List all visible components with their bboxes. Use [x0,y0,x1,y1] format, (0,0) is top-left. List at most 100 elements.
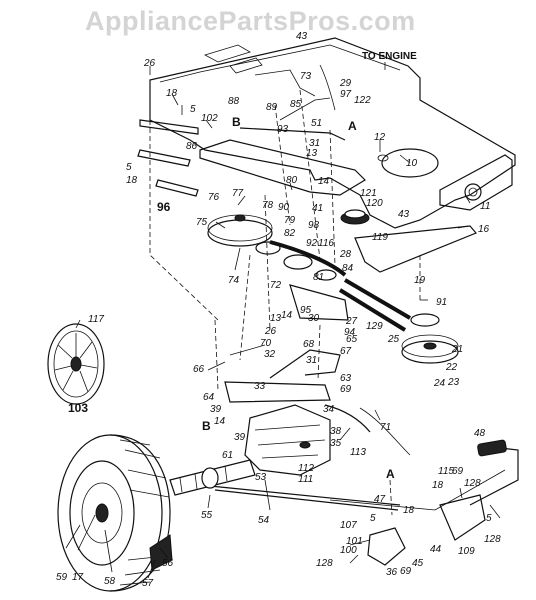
part-label: 34 [323,404,335,415]
part-label: 18 [166,88,178,99]
part-label: 31 [309,138,320,149]
part-label: 88 [228,96,240,107]
part-label: 18 [403,505,415,516]
part-label: 117 [88,314,104,325]
part-label: 45 [412,558,424,569]
part-label: 61 [222,450,233,461]
part-label: 73 [300,71,312,82]
part-label: 77 [232,188,244,199]
leader-lines [65,62,501,579]
part-label: 85 [290,99,302,110]
rear-wheel [57,434,173,592]
part-label: 26 [143,58,156,69]
part-label: 59 [56,572,68,583]
part-label: 5 [126,162,132,173]
part-label: 30 [308,313,320,324]
part-label: 48 [474,428,486,439]
part-label: 69 [340,384,352,395]
part-label: 13 [306,148,318,159]
part-label: 14 [318,176,330,187]
part-label: 43 [398,209,410,220]
part-label: 12 [374,132,386,143]
part-label: 68 [303,339,315,350]
part-label: 92 [306,238,318,249]
part-label: 13 [270,313,282,324]
part-label: 78 [262,200,274,211]
part-label: 29 [339,78,352,89]
part-label: 5 [190,104,196,115]
ref-a-upper: A [348,119,357,133]
part-label: 101 [346,536,363,547]
part-label: 91 [436,297,447,308]
pulley-assembly [207,209,477,364]
part-label: 80 [286,175,298,186]
part-label: 98 [308,220,320,231]
part-label: 76 [208,192,220,203]
part-label: 18 [126,175,138,186]
part-label: 33 [254,381,266,392]
part-label: 44 [430,544,442,555]
callout-labels: TO ENGINE A A 43 26 73 29 97 18 5 88 89 … [56,31,501,589]
part-label: 94 [344,327,356,338]
part-label: 16 [478,224,490,235]
part-label: 74 [228,275,240,286]
part-label: 113 [350,447,366,458]
part-label: 102 [201,113,218,124]
part-label: 14 [281,310,293,321]
part-label: 54 [258,515,270,526]
part-label: 116 [318,238,334,249]
transaxle [169,404,331,496]
part-label: 81 [313,272,324,283]
part-label: 57 [142,578,154,589]
part-label: 14 [214,416,226,427]
ref-b-lower: B [202,419,211,433]
part-label: 112 [298,463,314,474]
part-label: 41 [312,203,323,214]
part-label: 39 [234,432,246,443]
part-label: 63 [340,373,352,384]
part-label: 18 [432,480,444,491]
part-label: 71 [380,422,391,433]
part-label: 22 [445,362,458,373]
part-label: 31 [306,355,317,366]
part-label: 128 [464,478,481,489]
part-label: 67 [340,346,352,357]
part-label: 96 [157,200,171,214]
part-label: 65 [346,334,358,345]
frame-assembly [137,37,516,229]
part-label: 69 [400,566,412,577]
part-label: 95 [300,305,312,316]
part-label: 27 [345,316,358,327]
part-label: 115 [438,466,454,477]
part-label: 64 [203,392,215,403]
watermark: AppliancePartsPros.com [85,6,416,36]
part-label: 111 [298,474,313,485]
part-label: 89 [266,102,278,113]
part-label: 38 [330,426,342,437]
part-label: 25 [387,334,400,345]
part-label: 72 [270,280,282,291]
part-label: 23 [447,377,460,388]
part-label: 109 [458,546,475,557]
part-label: 128 [316,558,333,569]
part-label: 86 [186,141,198,152]
part-label: 107 [340,520,357,531]
part-label: 103 [68,401,88,415]
part-label: 26 [264,326,277,337]
part-label: 129 [366,321,383,332]
part-label: 93 [277,124,289,135]
part-label: 100 [340,545,357,556]
ref-b-upper: B [232,115,241,129]
part-label: 43 [296,31,308,42]
part-label: 119 [372,232,388,243]
part-label: 55 [201,510,213,521]
part-label: 11 [480,201,490,212]
part-label: 128 [484,534,501,545]
part-label: 35 [330,438,342,449]
part-label: 5 [370,513,376,524]
linkage-assembly [199,64,519,566]
part-label: 90 [278,202,290,213]
ref-a-lower: A [386,467,395,481]
part-label: 19 [414,275,426,286]
